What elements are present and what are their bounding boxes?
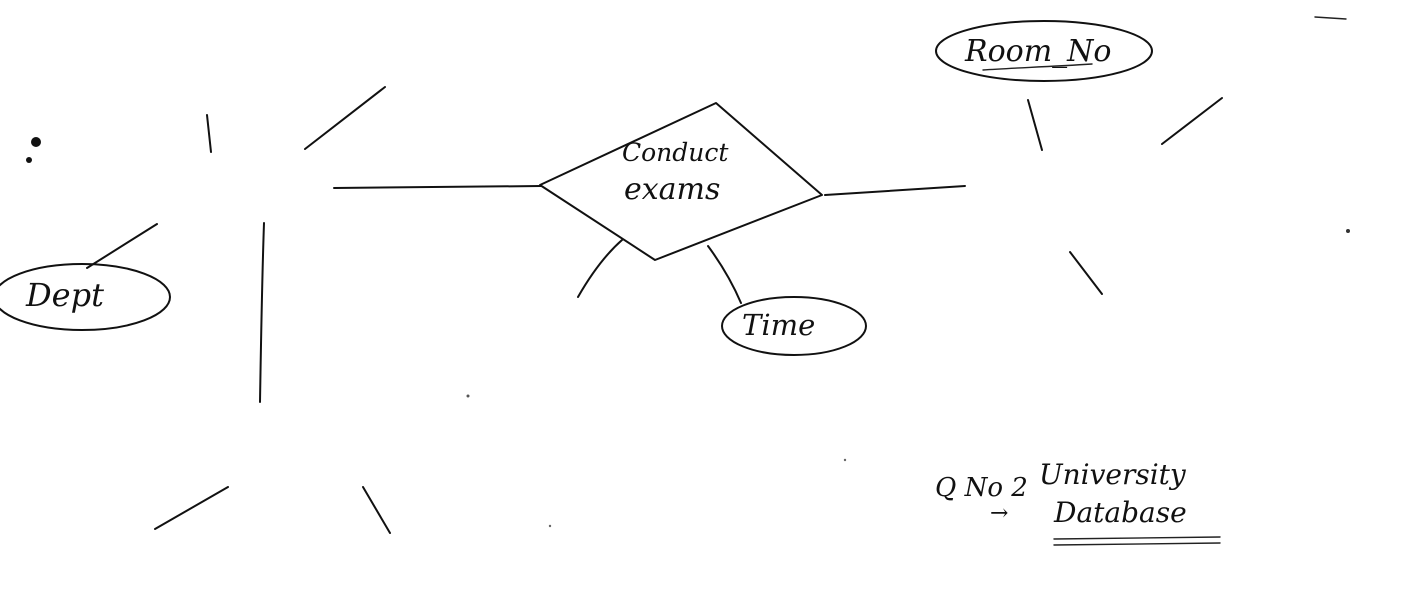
caption-line1: University <box>1039 458 1187 491</box>
stroke-bottom-left-diagonal <box>154 486 229 530</box>
stroke-time-connector <box>707 245 742 304</box>
attribute-time-label: Time <box>742 308 815 342</box>
room-no-underline <box>982 63 1093 71</box>
attribute-room-no-label: Room_No <box>964 34 1111 69</box>
stroke-top-left-diagonal <box>304 86 386 150</box>
attribute-dept-label: Dept <box>25 276 104 314</box>
attribute-time: Time <box>721 296 867 356</box>
caption-underline-2 <box>1053 542 1221 546</box>
caption-line2: Database <box>1053 496 1187 529</box>
caption-qno: Q No 2 <box>935 473 1028 503</box>
relationship-label-line1: Conduct <box>622 138 729 167</box>
attribute-dept-ellipse <box>0 263 171 331</box>
caption-arrow: → <box>990 501 1008 526</box>
stroke-top-left-short <box>206 114 212 153</box>
attribute-dept: Dept <box>0 263 171 331</box>
relationship-label-line2: exams <box>624 172 720 207</box>
attribute-room-no-ellipse <box>935 20 1153 82</box>
caption-underline-1 <box>1053 536 1221 540</box>
stroke-right-lower-diagonal <box>1069 251 1103 295</box>
left-connector-line <box>333 185 542 189</box>
relationship-conduct-exams: Conduct exams <box>539 102 823 261</box>
right-connector-line <box>824 185 966 196</box>
caption-university-database: Q No 2 → University Database <box>935 458 1221 546</box>
stroke-roomno-connector <box>1027 99 1043 151</box>
relationship-diamond <box>539 102 823 261</box>
attribute-room-no: Room_No <box>935 20 1153 82</box>
scan-specks <box>26 16 1350 528</box>
stroke-bottom-diagonal <box>362 486 391 534</box>
stroke-right-diagonal <box>1161 97 1223 145</box>
attribute-time-ellipse <box>721 296 867 356</box>
stroke-vertical-left <box>259 222 265 403</box>
stroke-dept-diagonal <box>86 223 158 269</box>
connector-lines <box>86 86 1223 534</box>
stroke-diamond-left-leg <box>577 239 623 298</box>
